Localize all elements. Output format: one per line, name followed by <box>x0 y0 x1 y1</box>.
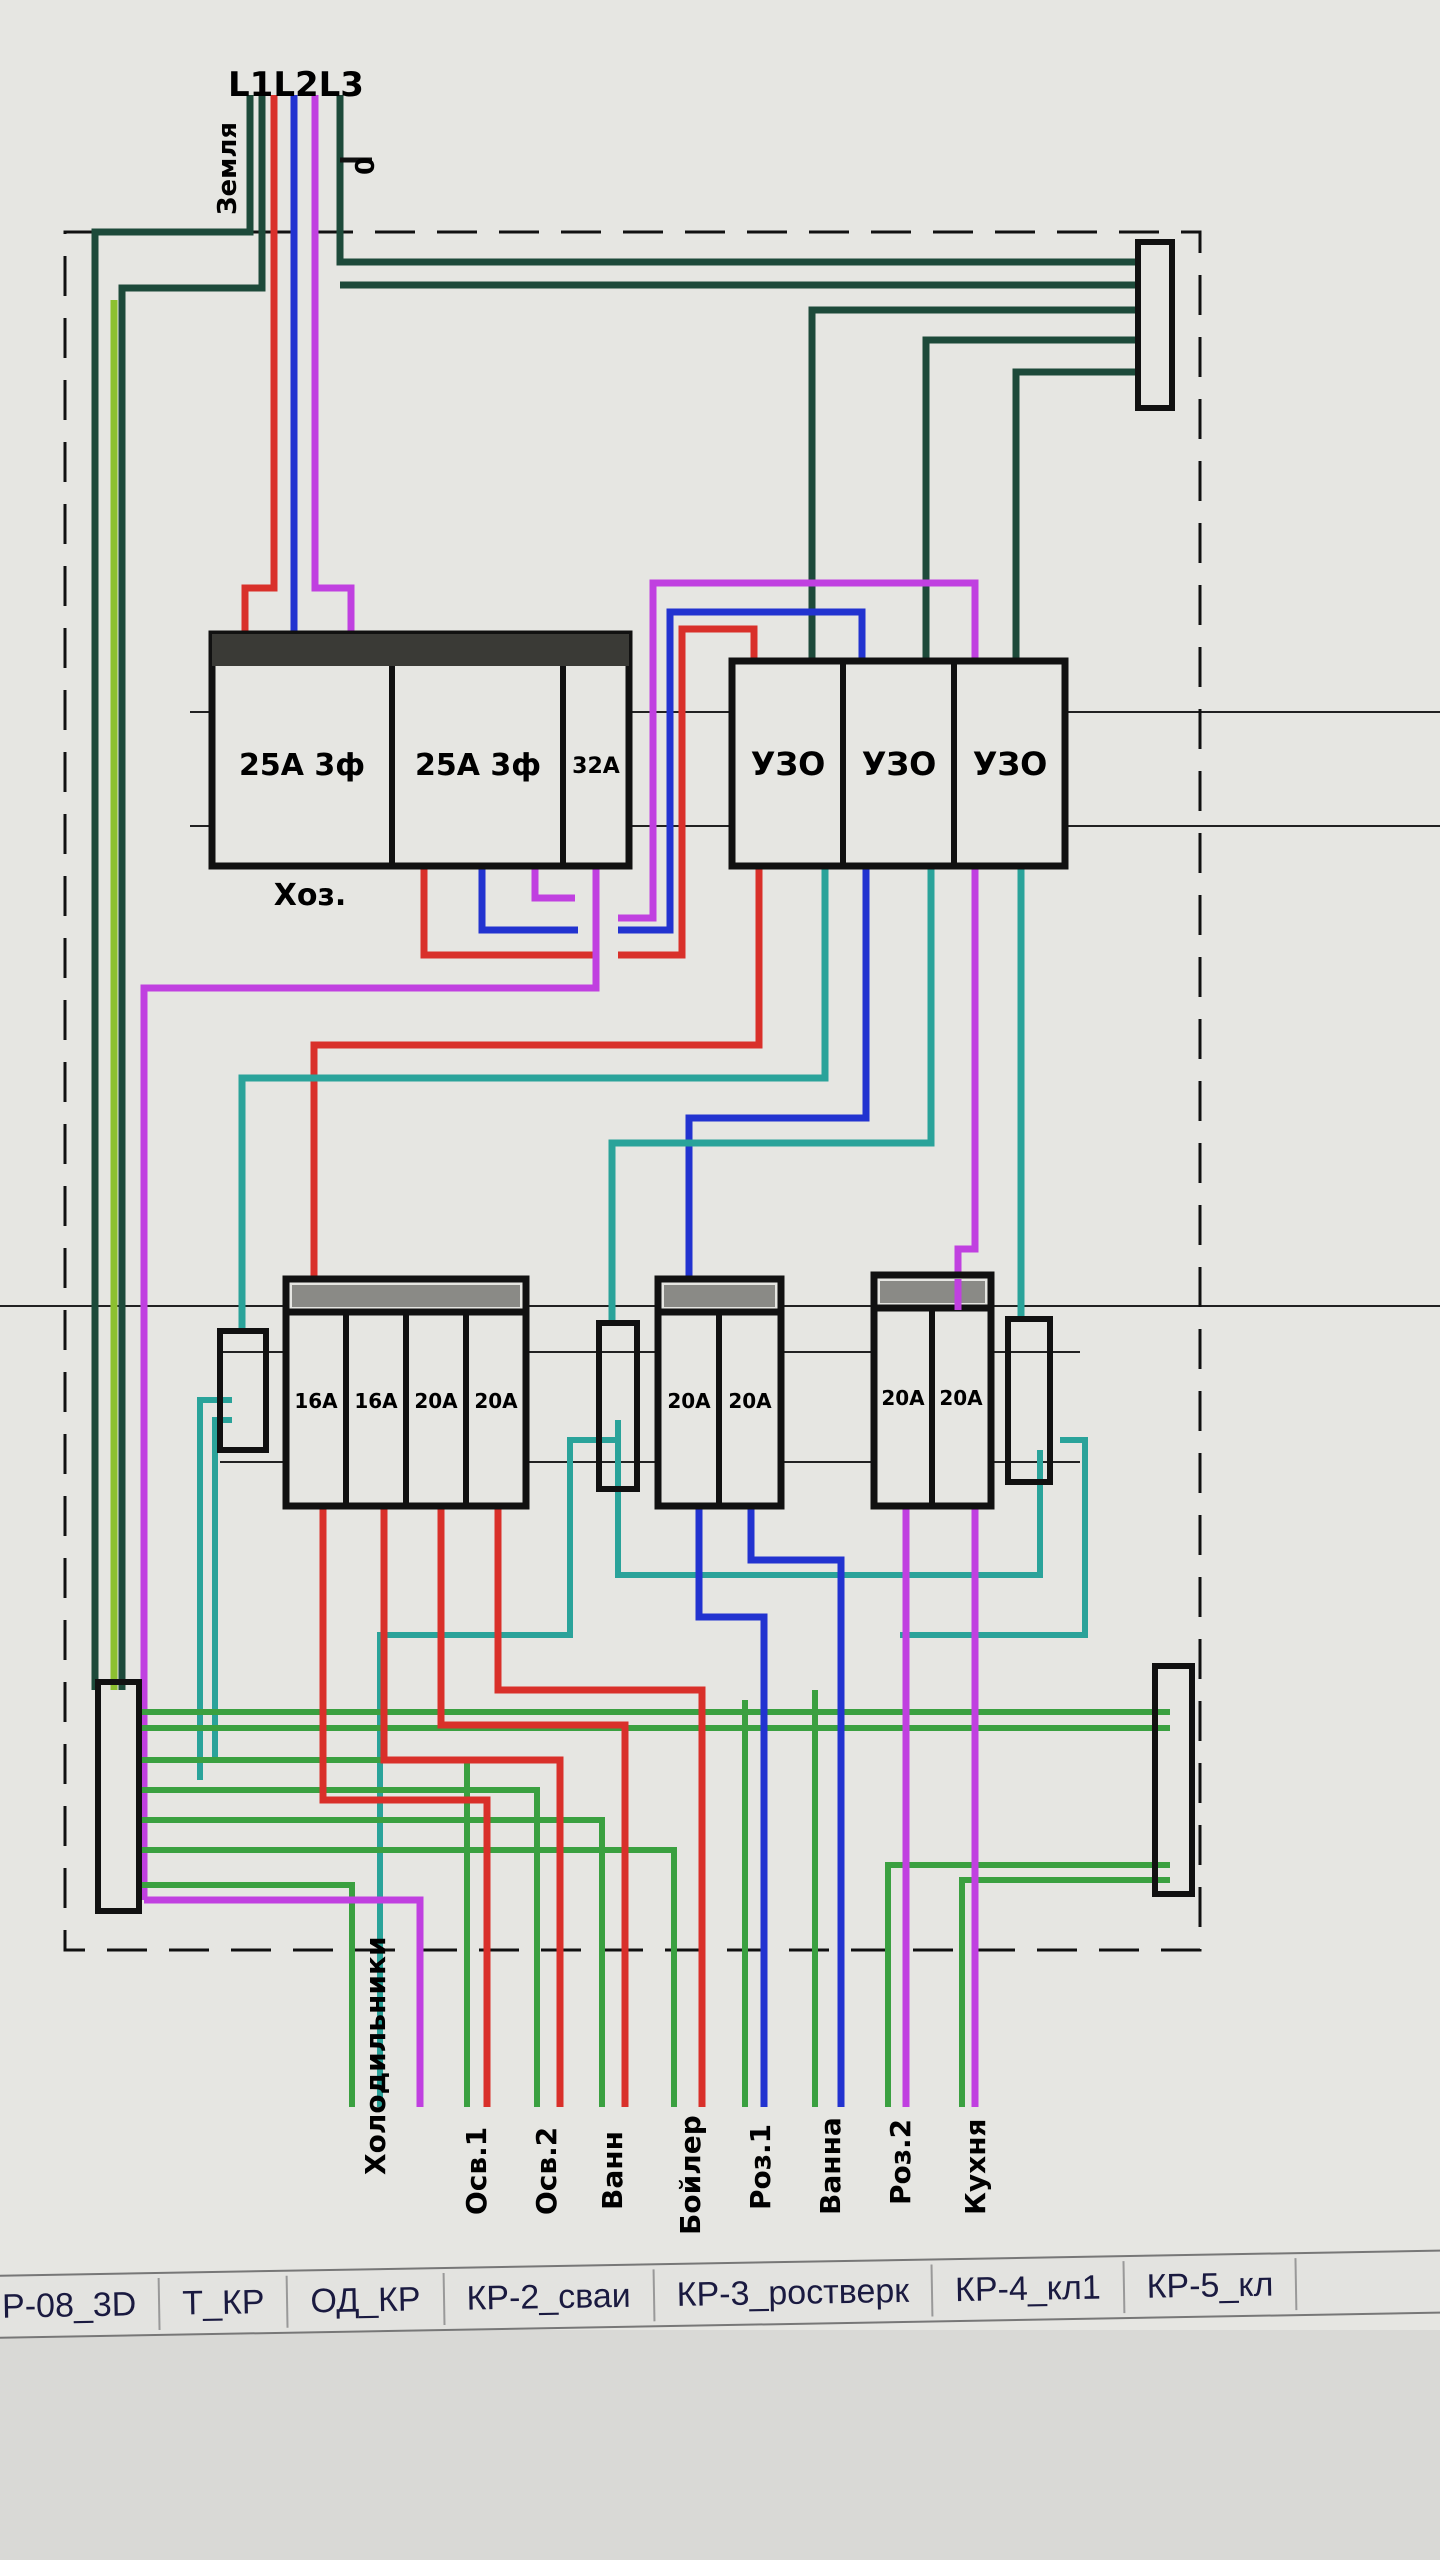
neutral-wire <box>336 95 1150 266</box>
rcd-1-label: УЗО <box>751 745 826 783</box>
rcd-block: УЗО УЗО УЗО <box>728 657 1069 870</box>
g3-breaker-1-label: 20А <box>881 1386 925 1410</box>
neutral-terminal-3 <box>1005 1316 1053 1485</box>
phase-labels: L1L2L3 <box>228 65 364 105</box>
sheet-tab[interactable]: КР-3_ростверк <box>654 2264 934 2322</box>
main-breaker-3-label: 32А <box>572 754 620 779</box>
rcd-output-wires <box>238 866 1025 1331</box>
main-breaker-block: 25А 3ф 25А 3ф 32А <box>208 630 633 870</box>
rcd-2-label: УЗО <box>862 745 937 783</box>
g1-breaker-3-label: 20А <box>414 1389 458 1413</box>
output-label-light-2: Осв.2 <box>530 2127 563 2215</box>
output-labels: Холодильники Осв.1 Осв.2 Ванн Бойлер Роз… <box>359 1936 992 2235</box>
main-breaker-1-label: 25А 3ф <box>239 748 365 783</box>
breaker-group-1: 16А 16А 20А 20А <box>282 1275 530 1510</box>
sheet-tab[interactable]: Т_КР <box>159 2275 289 2330</box>
output-label-bath: Ванн <box>596 2131 629 2210</box>
g3-breaker-2-label: 20А <box>939 1386 983 1410</box>
sheet-tab[interactable]: КР-4_кл1 <box>932 2261 1126 2317</box>
status-area <box>0 2330 1440 2560</box>
sheet-tab[interactable]: КР-5_кл <box>1124 2258 1298 2314</box>
earth-label: Земля <box>213 122 243 215</box>
breaker-group-3: 20А 20А <box>870 1271 995 1510</box>
sheet-tab[interactable]: ОД_КР <box>287 2272 445 2328</box>
rcd-3-label: УЗО <box>973 745 1048 783</box>
circuit-output-wires <box>144 1506 979 2107</box>
phase-l3-wire <box>311 95 355 637</box>
g1-breaker-2-label: 16А <box>354 1389 398 1413</box>
earth-terminal-right <box>1152 1663 1195 1897</box>
g2-breaker-2-label: 20А <box>728 1389 772 1413</box>
earth-wire-2 <box>118 95 266 1690</box>
bus-wires <box>139 1397 1170 2107</box>
output-label-fridges: Холодильники <box>359 1936 392 2175</box>
output-label-light-1: Осв.1 <box>460 2127 493 2215</box>
earth-wire-1 <box>91 95 254 1690</box>
neutral-terminal-2 <box>596 1320 640 1492</box>
phase-l1-wire <box>241 95 278 637</box>
g1-breaker-4-label: 20А <box>474 1389 518 1413</box>
earth-terminal-left <box>95 1679 142 1914</box>
g1-breaker-1-label: 16А <box>294 1389 338 1413</box>
sheet-tab[interactable]: Р-08_3D <box>0 2277 161 2334</box>
output-label-kitchen: Кухня <box>959 2118 992 2215</box>
incoming-wires <box>91 95 1150 1690</box>
output-label-boiler: Бойлер <box>674 2115 707 2235</box>
sheet-tab[interactable]: КР-2_сваи <box>444 2269 656 2325</box>
breaker-group-2: 20А 20А <box>654 1275 785 1510</box>
enclosure-border <box>63 230 1202 1952</box>
neutral-terminal-1 <box>217 1328 269 1453</box>
rcd-feed-wires <box>140 579 979 1900</box>
neutral-terminal-top <box>1135 239 1175 411</box>
output-label-sockets-1: Роз.1 <box>744 2124 777 2210</box>
main-group-label: Хоз. <box>274 878 347 913</box>
g2-breaker-1-label: 20А <box>667 1389 711 1413</box>
output-label-bathroom: Ванна <box>814 2117 847 2215</box>
output-label-sockets-2: Роз.2 <box>884 2119 917 2205</box>
main-breaker-2-label: 25А 3ф <box>415 748 541 783</box>
neutral-label: 0 <box>351 157 381 175</box>
